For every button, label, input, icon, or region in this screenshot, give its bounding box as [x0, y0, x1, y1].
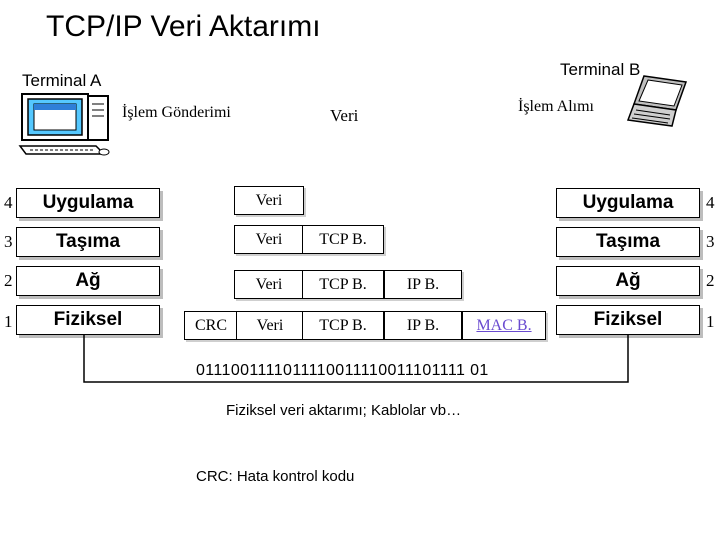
- left-layer-application: Uygulama: [16, 188, 160, 218]
- crc-note: CRC: Hata kontrol kodu: [196, 468, 355, 485]
- right-layer-number: 4: [706, 193, 715, 212]
- bitstream: 0111001111011110011110011101111 01: [196, 362, 489, 379]
- right-layer-physical: Fiziksel: [556, 305, 700, 335]
- right-layer-number: 3: [706, 232, 715, 251]
- left-layer-number: 1: [4, 312, 13, 331]
- desktop-computer-icon: [18, 93, 110, 156]
- transfer-caption: Fiziksel veri aktarımı; Kablolar vb…: [226, 402, 462, 419]
- packet-tcp-header-cell: TCP B.: [302, 225, 384, 254]
- packet-data-cell: Veri: [234, 225, 304, 254]
- left-layer-number: 4: [4, 193, 13, 212]
- right-layer-network: Ağ: [556, 266, 700, 296]
- left-layer-number: 3: [4, 232, 13, 251]
- packet-crc-cell: CRC: [184, 311, 238, 340]
- left-layer-number: 2: [4, 271, 13, 290]
- packet-tcp-header-cell: TCP B.: [302, 311, 384, 340]
- packet-mac-header-cell: MAC B.: [462, 311, 546, 340]
- packet-data-cell: Veri: [236, 311, 304, 340]
- page-title: TCP/IP Veri Aktarımı: [46, 10, 321, 43]
- terminal-b-label: Terminal B: [560, 60, 641, 79]
- packet-tcp-header-cell: TCP B.: [302, 270, 384, 299]
- packet-ip-header-cell: IP B.: [384, 311, 462, 340]
- left-layer-transport: Taşıma: [16, 227, 160, 257]
- send-process-label: İşlem Gönderimi: [122, 104, 231, 121]
- right-layer-number: 2: [706, 271, 715, 290]
- right-layer-number: 1: [706, 312, 715, 331]
- terminal-a-label: Terminal A: [22, 71, 102, 90]
- packet-ip-header-cell: IP B.: [384, 270, 462, 299]
- left-layer-physical: Fiziksel: [16, 305, 160, 335]
- top-data-label: Veri: [330, 106, 359, 125]
- laptop-icon: [626, 75, 688, 127]
- receive-process-label: İşlem Alımı: [518, 98, 594, 115]
- right-layer-application: Uygulama: [556, 188, 700, 218]
- packet-data-cell: Veri: [234, 186, 304, 215]
- right-layer-transport: Taşıma: [556, 227, 700, 257]
- mac-header-text: MAC B.: [476, 316, 532, 334]
- packet-data-cell: Veri: [234, 270, 304, 299]
- left-layer-network: Ağ: [16, 266, 160, 296]
